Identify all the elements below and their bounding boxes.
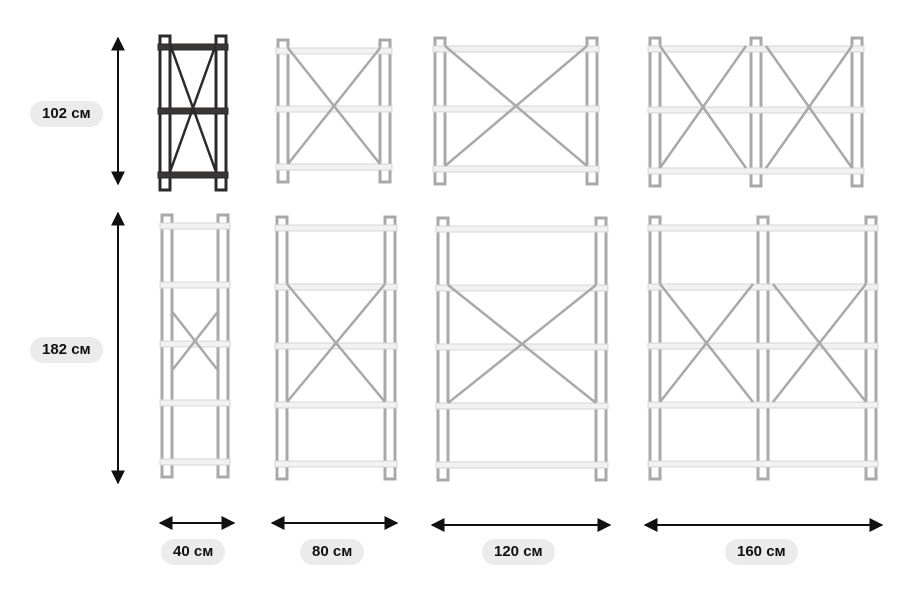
shelf-board bbox=[274, 224, 398, 232]
shelf-board bbox=[432, 165, 600, 173]
shelf-80x182 bbox=[274, 215, 398, 481]
cross-brace bbox=[444, 45, 588, 167]
width-label-80: 80 см bbox=[300, 539, 365, 565]
cross-brace bbox=[168, 43, 218, 173]
shelf-board bbox=[647, 224, 879, 232]
height-label-102: 102 см bbox=[30, 101, 103, 127]
shelf-160x182 bbox=[647, 215, 879, 481]
shelf-160x102 bbox=[647, 36, 865, 188]
shelf-120x182 bbox=[435, 216, 609, 482]
cross-brace bbox=[659, 283, 754, 403]
shelf-board bbox=[435, 225, 609, 233]
shelf-board bbox=[435, 402, 609, 410]
height-label-182: 182 см bbox=[30, 337, 103, 363]
shelf-board bbox=[435, 284, 609, 292]
cross-brace bbox=[287, 47, 381, 165]
shelf-board bbox=[274, 401, 398, 409]
shelf-40x102 bbox=[157, 34, 229, 192]
shelf-board bbox=[157, 43, 229, 51]
shelf-board bbox=[647, 342, 879, 350]
cross-brace bbox=[171, 310, 219, 372]
shelf-board bbox=[159, 458, 231, 466]
shelf-40x182 bbox=[159, 213, 231, 479]
shelf-board bbox=[435, 461, 609, 469]
shelf-board bbox=[647, 106, 865, 114]
cross-brace bbox=[772, 283, 867, 403]
shelf-board bbox=[647, 283, 879, 291]
shelf-board bbox=[275, 163, 393, 171]
shelf-board bbox=[432, 45, 600, 53]
shelf-80x102 bbox=[275, 38, 393, 184]
shelf-120x102 bbox=[432, 36, 600, 186]
cross-brace bbox=[447, 284, 597, 404]
shelf-board bbox=[274, 283, 398, 291]
shelf-board bbox=[157, 171, 229, 179]
cross-brace bbox=[286, 283, 386, 403]
shelf-board bbox=[159, 222, 231, 230]
cross-brace bbox=[658, 45, 748, 169]
width-label-160: 160 см bbox=[725, 539, 798, 565]
shelf-board bbox=[275, 47, 393, 55]
shelf-board bbox=[647, 460, 879, 468]
shelf-board bbox=[647, 401, 879, 409]
width-label-40: 40 см bbox=[161, 539, 226, 565]
width-label-120: 120 см bbox=[482, 539, 555, 565]
shelf-board bbox=[647, 167, 865, 175]
cross-brace bbox=[764, 45, 854, 169]
shelf-board bbox=[274, 460, 398, 468]
shelf-board bbox=[159, 399, 231, 407]
shelf-board bbox=[159, 281, 231, 289]
shelves-layer bbox=[157, 34, 879, 482]
shelf-board bbox=[647, 45, 865, 53]
